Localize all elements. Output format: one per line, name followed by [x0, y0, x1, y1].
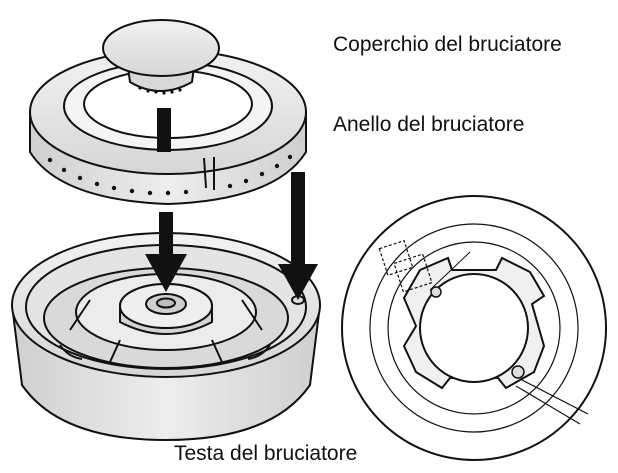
assembly-arrows: [145, 108, 318, 300]
burner-head-top-view: [341, 195, 607, 461]
burner-cap-label: Coperchio del bruciatore: [333, 33, 562, 56]
burner-head: [11, 232, 321, 442]
burner-head-label: Testa del bruciatore: [174, 442, 358, 465]
burner-cap: [102, 19, 220, 95]
burner-ring-label: Anello del bruciatore: [333, 113, 525, 136]
